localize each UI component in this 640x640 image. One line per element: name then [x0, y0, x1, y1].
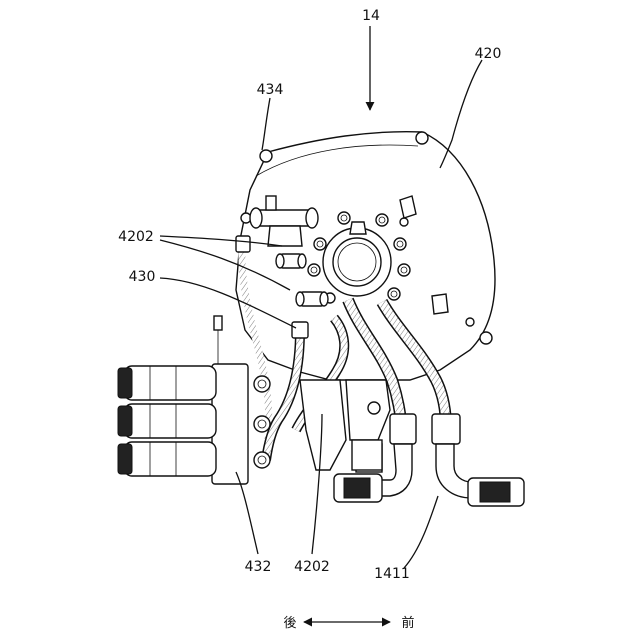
label-clip-lower: 4202	[294, 559, 330, 575]
label-fitting: 1411	[374, 566, 410, 582]
clip-upper	[276, 254, 306, 268]
label-hose-guide: 430	[129, 269, 156, 285]
label-cover: 420	[475, 46, 502, 62]
lower-body	[300, 380, 390, 470]
direction-front-label: 前	[401, 615, 414, 631]
label-assembly: 14	[362, 8, 380, 24]
direction-rear-label: 後	[283, 616, 296, 631]
clip-middle	[296, 292, 328, 306]
actuator-stack	[118, 316, 270, 484]
label-clip-upper: 4202	[118, 229, 154, 245]
label-actuator: 432	[245, 559, 272, 575]
label-bracket: 434	[257, 82, 284, 98]
direction-indicator: 後 前	[283, 615, 414, 631]
hose-fitting-right	[432, 414, 524, 506]
